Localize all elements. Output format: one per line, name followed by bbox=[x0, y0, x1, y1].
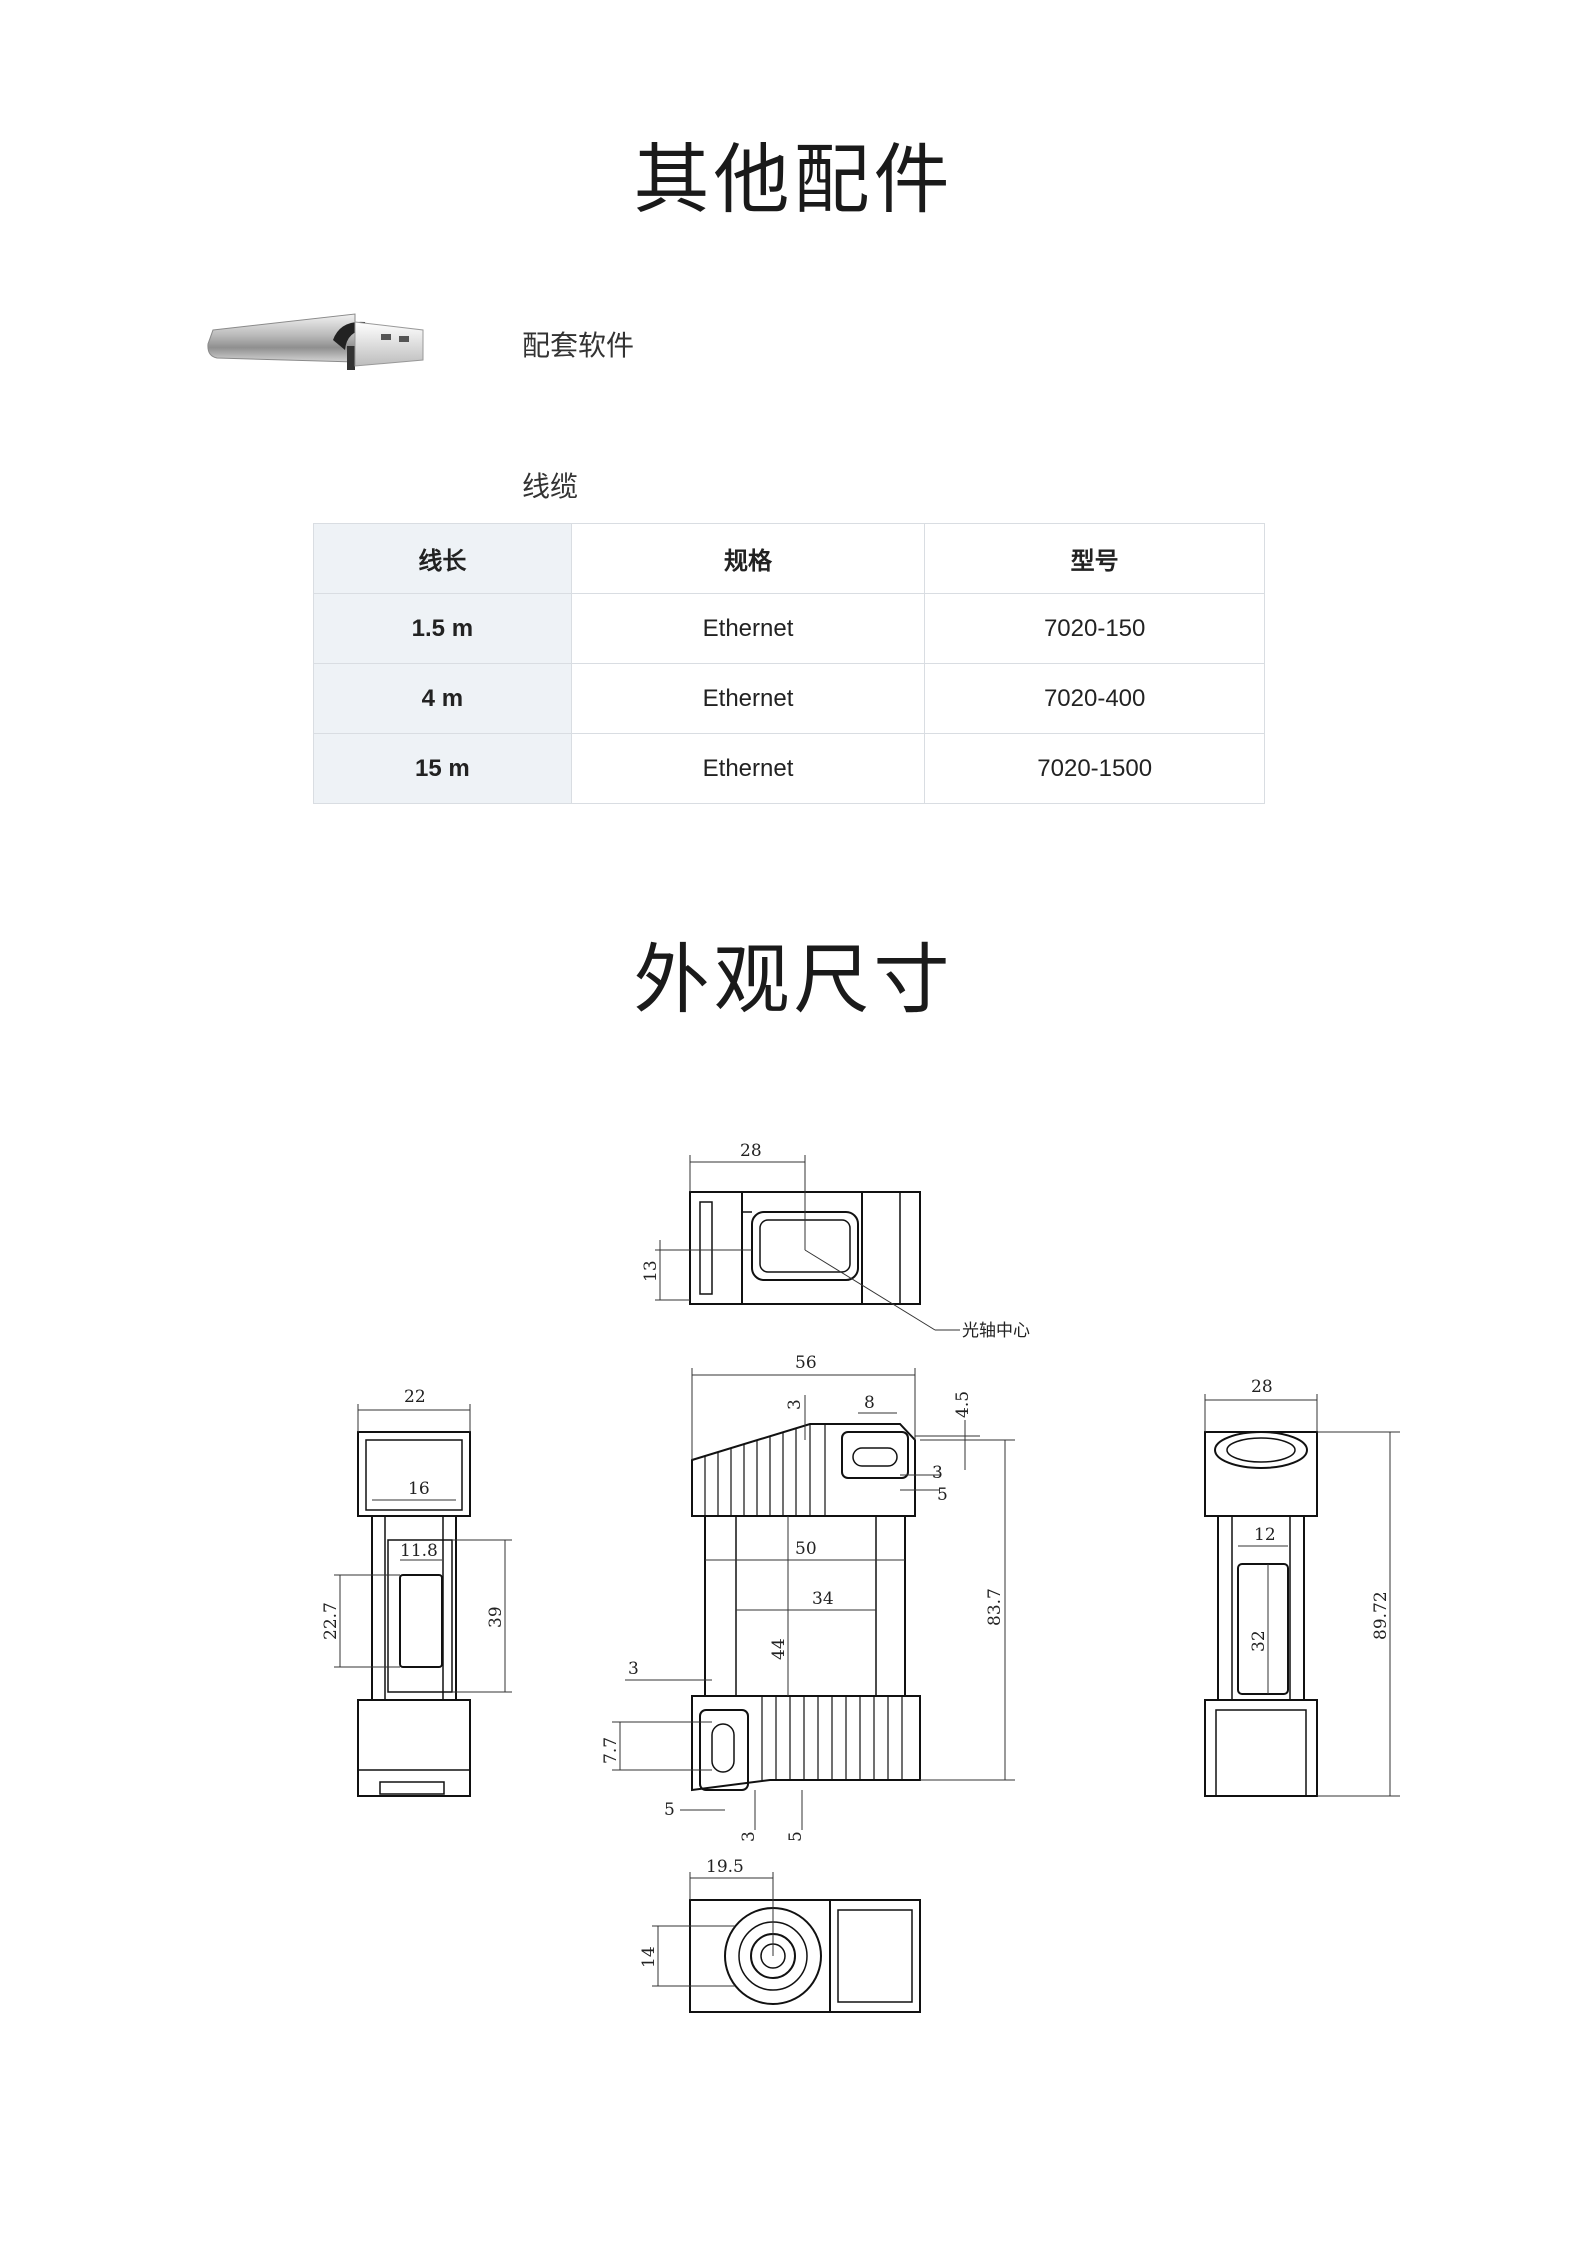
dim-front-slot-offset: 4.5 bbox=[953, 1391, 973, 1418]
dim-front-slot-width: 8 bbox=[864, 1393, 875, 1413]
cell-model: 7020-1500 bbox=[924, 733, 1265, 804]
dim-front-body-width: 50 bbox=[795, 1539, 817, 1559]
dim-right-height: 89.72 bbox=[1371, 1591, 1391, 1640]
dim-right-window-width: 12 bbox=[1254, 1525, 1276, 1545]
dim-front-slot-3: 3 bbox=[932, 1463, 943, 1483]
dim-front-bottom-slot-height: 7.7 bbox=[601, 1737, 621, 1764]
dim-front-total-width: 56 bbox=[795, 1353, 817, 1373]
dim-left-window-height: 22.7 bbox=[321, 1602, 341, 1640]
cell-length: 15 m bbox=[313, 733, 572, 804]
dim-left-inner-width: 16 bbox=[408, 1479, 430, 1499]
cable-label: 线缆 bbox=[522, 470, 579, 503]
dimension-lines bbox=[334, 1155, 1400, 1987]
dim-right-width: 28 bbox=[1251, 1377, 1273, 1397]
dim-left-window-width: 11.8 bbox=[400, 1541, 438, 1561]
dimensions-title: 外观尺寸 bbox=[633, 935, 954, 1024]
cell-length: 1.5 m bbox=[313, 593, 572, 664]
dim-top-width: 28 bbox=[740, 1141, 762, 1161]
dim-front-window-height: 44 bbox=[769, 1638, 789, 1660]
table-row: 15 m Ethernet 7020-1500 bbox=[313, 733, 1265, 804]
usb-drive-image bbox=[205, 300, 435, 400]
accessories-title: 其他配件 bbox=[633, 135, 954, 224]
dim-front-bottom-3-left: 3 bbox=[628, 1659, 639, 1679]
software-label: 配套软件 bbox=[522, 329, 635, 362]
cell-length: 4 m bbox=[313, 663, 572, 734]
left-view bbox=[357, 1431, 471, 1797]
front-view bbox=[691, 1423, 921, 1792]
front-view-ribs bbox=[704, 1424, 903, 1780]
dim-left-outer-width: 22 bbox=[404, 1387, 426, 1407]
table-row: 1.5 m Ethernet 7020-150 bbox=[313, 593, 1265, 664]
dim-front-offset-3: 3 bbox=[785, 1399, 805, 1410]
cell-model: 7020-400 bbox=[924, 663, 1265, 734]
dimension-drawing: 28 13 光轴中心 22 16 11.8 22.7 39 56 3 8 4.5… bbox=[321, 1141, 1400, 2013]
dim-front-slot-5: 5 bbox=[937, 1485, 948, 1505]
cell-spec: Ethernet bbox=[570, 593, 926, 664]
dim-bottom-height: 14 bbox=[639, 1946, 659, 1968]
right-view bbox=[1204, 1431, 1318, 1797]
dim-front-bottom-5-left: 5 bbox=[664, 1800, 675, 1820]
optical-axis-callout: 光轴中心 bbox=[962, 1321, 1030, 1341]
table-row: 4 m Ethernet 7020-400 bbox=[313, 663, 1265, 734]
cell-spec: Ethernet bbox=[570, 733, 926, 804]
cell-model: 7020-150 bbox=[924, 593, 1265, 664]
dim-front-window-width: 34 bbox=[812, 1589, 834, 1609]
dim-top-height: 13 bbox=[641, 1260, 661, 1282]
dim-right-window-height: 32 bbox=[1249, 1630, 1269, 1652]
table-header-row: 线长 规格 型号 bbox=[313, 523, 1265, 594]
dim-front-bottom-5: 5 bbox=[786, 1831, 806, 1842]
header-model: 型号 bbox=[924, 523, 1265, 594]
dim-left-body-height: 39 bbox=[486, 1606, 506, 1628]
bottom-view bbox=[689, 1899, 921, 2013]
dim-front-height: 83.7 bbox=[985, 1588, 1005, 1626]
header-spec: 规格 bbox=[570, 523, 926, 594]
header-length: 线长 bbox=[313, 523, 572, 594]
dim-bottom-offset: 19.5 bbox=[706, 1857, 744, 1877]
dim-front-bottom-3: 3 bbox=[739, 1831, 759, 1842]
cable-table: 线长 规格 型号 1.5 m Ethernet 7020-150 4 m Eth… bbox=[313, 523, 1265, 804]
cell-spec: Ethernet bbox=[570, 663, 926, 734]
